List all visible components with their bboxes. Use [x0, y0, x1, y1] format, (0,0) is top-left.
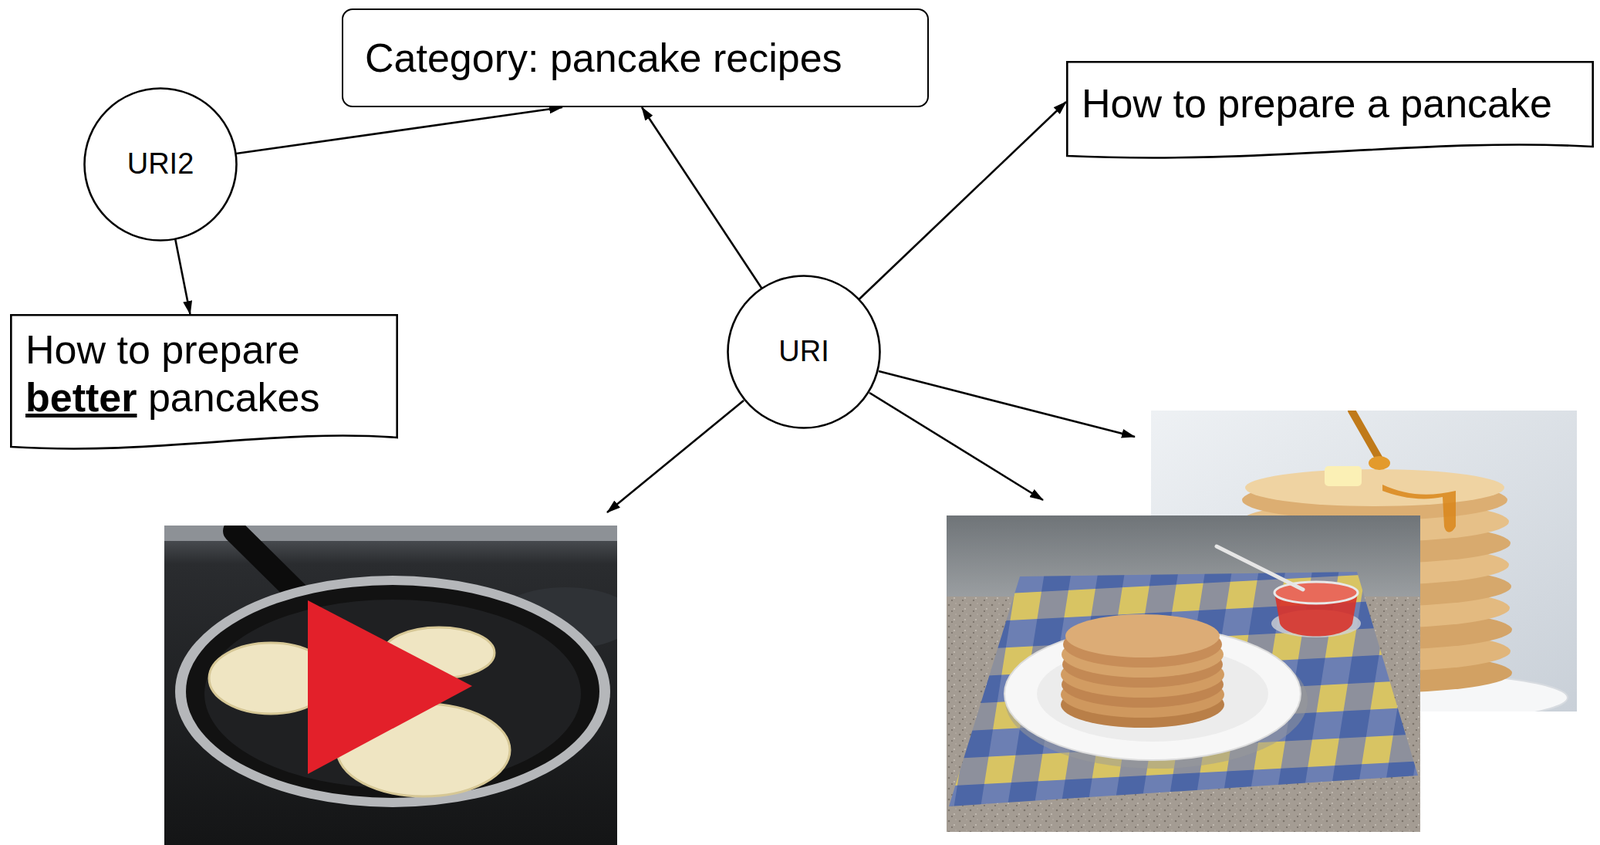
document-shape: How to prepare better pancakes: [10, 313, 399, 455]
document-shape: How to prepare a pancake: [1066, 60, 1594, 164]
video-thumbnail: [164, 525, 618, 845]
pancake-photo: [946, 515, 1421, 832]
pancake-photo: [1216, 546, 1303, 590]
pancake-photo: [1368, 455, 1391, 470]
text-word: better: [25, 374, 137, 420]
uri-label: URI: [778, 334, 829, 370]
document-outline: [10, 314, 397, 449]
connector-arrow: [236, 107, 563, 154]
image-arrows: [607, 371, 1135, 513]
circle-outline: [728, 276, 881, 429]
video-thumbnail: [164, 525, 618, 845]
connector-arrow: [175, 239, 190, 314]
pancake-photo: [948, 571, 1418, 807]
video-thumbnail: [185, 584, 600, 798]
pancake-photo: [1245, 469, 1505, 507]
text-word: pancakes: [148, 374, 321, 420]
pancake-photo: [1324, 465, 1362, 487]
play-button: [307, 600, 473, 774]
document-outline: [1066, 61, 1593, 158]
category-box: Category: pancake recipes: [341, 8, 929, 108]
text-word: to: [116, 327, 150, 372]
text-word: prepare: [161, 327, 300, 372]
uri-circle: URI: [726, 274, 882, 429]
node-text: How to prepare a pancake: [1081, 79, 1553, 128]
node-text: Category: pancake recipes: [364, 33, 843, 82]
image-arrow: [878, 371, 1135, 437]
pancake-photo: [946, 515, 1421, 832]
pancake-photo: [1065, 614, 1220, 658]
image-arrow: [607, 400, 744, 513]
node-text: How to prepare better pancakes: [25, 325, 365, 422]
pancake-photo: [1274, 581, 1358, 604]
image-arrow: [869, 392, 1044, 500]
connector-arrow: [859, 101, 1067, 300]
pancake-photo: [946, 515, 1421, 832]
circle-outline: [84, 88, 237, 241]
video-thumbnail: [164, 525, 635, 845]
video-thumbnail: [175, 575, 611, 807]
uri-label: URI2: [127, 146, 195, 183]
connector-arrow: [641, 107, 762, 288]
uri-circle: URI2: [83, 87, 238, 242]
text-word: How: [25, 327, 106, 372]
